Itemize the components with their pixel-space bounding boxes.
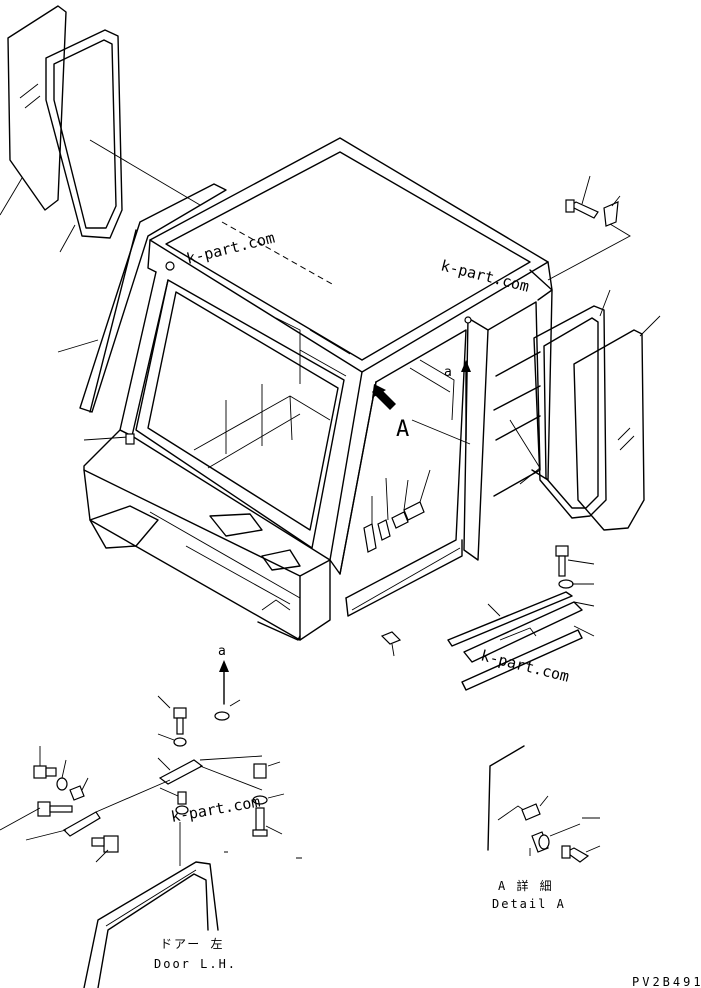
sill-plate: [463, 601, 583, 663]
leader-line-right-seal: [599, 289, 611, 317]
detail-a-caption-jp: A 詳 細: [498, 878, 554, 893]
hinge-bushing: [253, 763, 267, 779]
hinge-washer-left: [56, 777, 68, 791]
leader-line-sill-clip: [391, 643, 395, 657]
watermark-right: k-part.com: [439, 256, 531, 295]
hinge-bolt-upper: [173, 707, 187, 735]
sill-strip: [461, 629, 583, 691]
leader-lines-sill: [487, 559, 595, 637]
detail-a-parts: [521, 803, 590, 863]
cab-clip-roof-right: [464, 316, 472, 324]
top-right-bolt: [565, 199, 599, 219]
hinge-washer-lower: [175, 805, 189, 815]
sill-bolt: [555, 545, 569, 577]
leader-lines-top-right: [547, 175, 631, 281]
view-a-arrow: [372, 384, 396, 410]
arrow-a-upper-label: a: [444, 365, 452, 380]
leader-line-right-glass: [639, 315, 661, 337]
hinge-washer-upper: [173, 737, 187, 747]
hinge-short-marks: [224, 851, 302, 859]
watermark-top: k-part.com: [185, 229, 277, 268]
leader-line-glass-left: [0, 177, 23, 216]
hinge-washer-right-lower: [252, 795, 268, 805]
sill-washer: [558, 579, 574, 589]
leader-lines-hinge: [0, 695, 285, 866]
sill-rail: [447, 591, 573, 647]
arrow-a-lower: [219, 660, 229, 705]
door-catch-parts: [363, 501, 425, 553]
leader-line-glass-to-cab: [89, 139, 201, 206]
hinge-bolt-lower-left: [37, 801, 73, 817]
arrow-a-lower-label: a: [218, 644, 226, 659]
cab-clip-roof-left: [165, 261, 175, 271]
leader-lines-door-catch: [371, 469, 431, 524]
detail-a-caption-en: Detail A: [492, 897, 566, 911]
left-door-glass-seal: [45, 29, 123, 239]
right-window-seal: [533, 305, 607, 519]
hinge-washer-right: [214, 711, 230, 721]
left-door-glass-panel: [7, 5, 67, 211]
leader-line-window-seal: [57, 339, 99, 353]
view-a-label: A: [396, 417, 409, 442]
cab-clip-front: [125, 433, 135, 445]
door-frame-lh: [83, 861, 219, 988]
hinge-bolt-right: [252, 807, 268, 837]
hinge-pin: [177, 791, 187, 805]
hinge-nut-left: [69, 785, 85, 801]
leader-line-view-a: [411, 419, 471, 445]
hinge-screw-lower: [91, 835, 119, 853]
door-sill-clip: [380, 631, 402, 645]
detail-a-outline: [487, 745, 533, 851]
left-window-seal: [79, 183, 227, 413]
top-right-clip: [603, 201, 619, 227]
cab-frame: [83, 137, 553, 641]
leader-line-seal-left: [59, 224, 76, 253]
door-caption-jp: ドアー 左: [160, 936, 225, 951]
leader-line-cab-clip: [83, 436, 129, 441]
watermark-mid: k-part.com: [479, 646, 571, 685]
drawing-code: PV2B491: [632, 975, 701, 988]
door-caption-en: Door L.H.: [154, 957, 237, 971]
hinge-plate: [158, 759, 204, 785]
right-window-glass: [573, 329, 645, 531]
hinge-bracket-lower: [63, 811, 101, 837]
leader-lines-detail-a: [539, 795, 601, 853]
arrow-a-upper: [461, 360, 471, 441]
hinge-bolt-left: [33, 765, 57, 779]
